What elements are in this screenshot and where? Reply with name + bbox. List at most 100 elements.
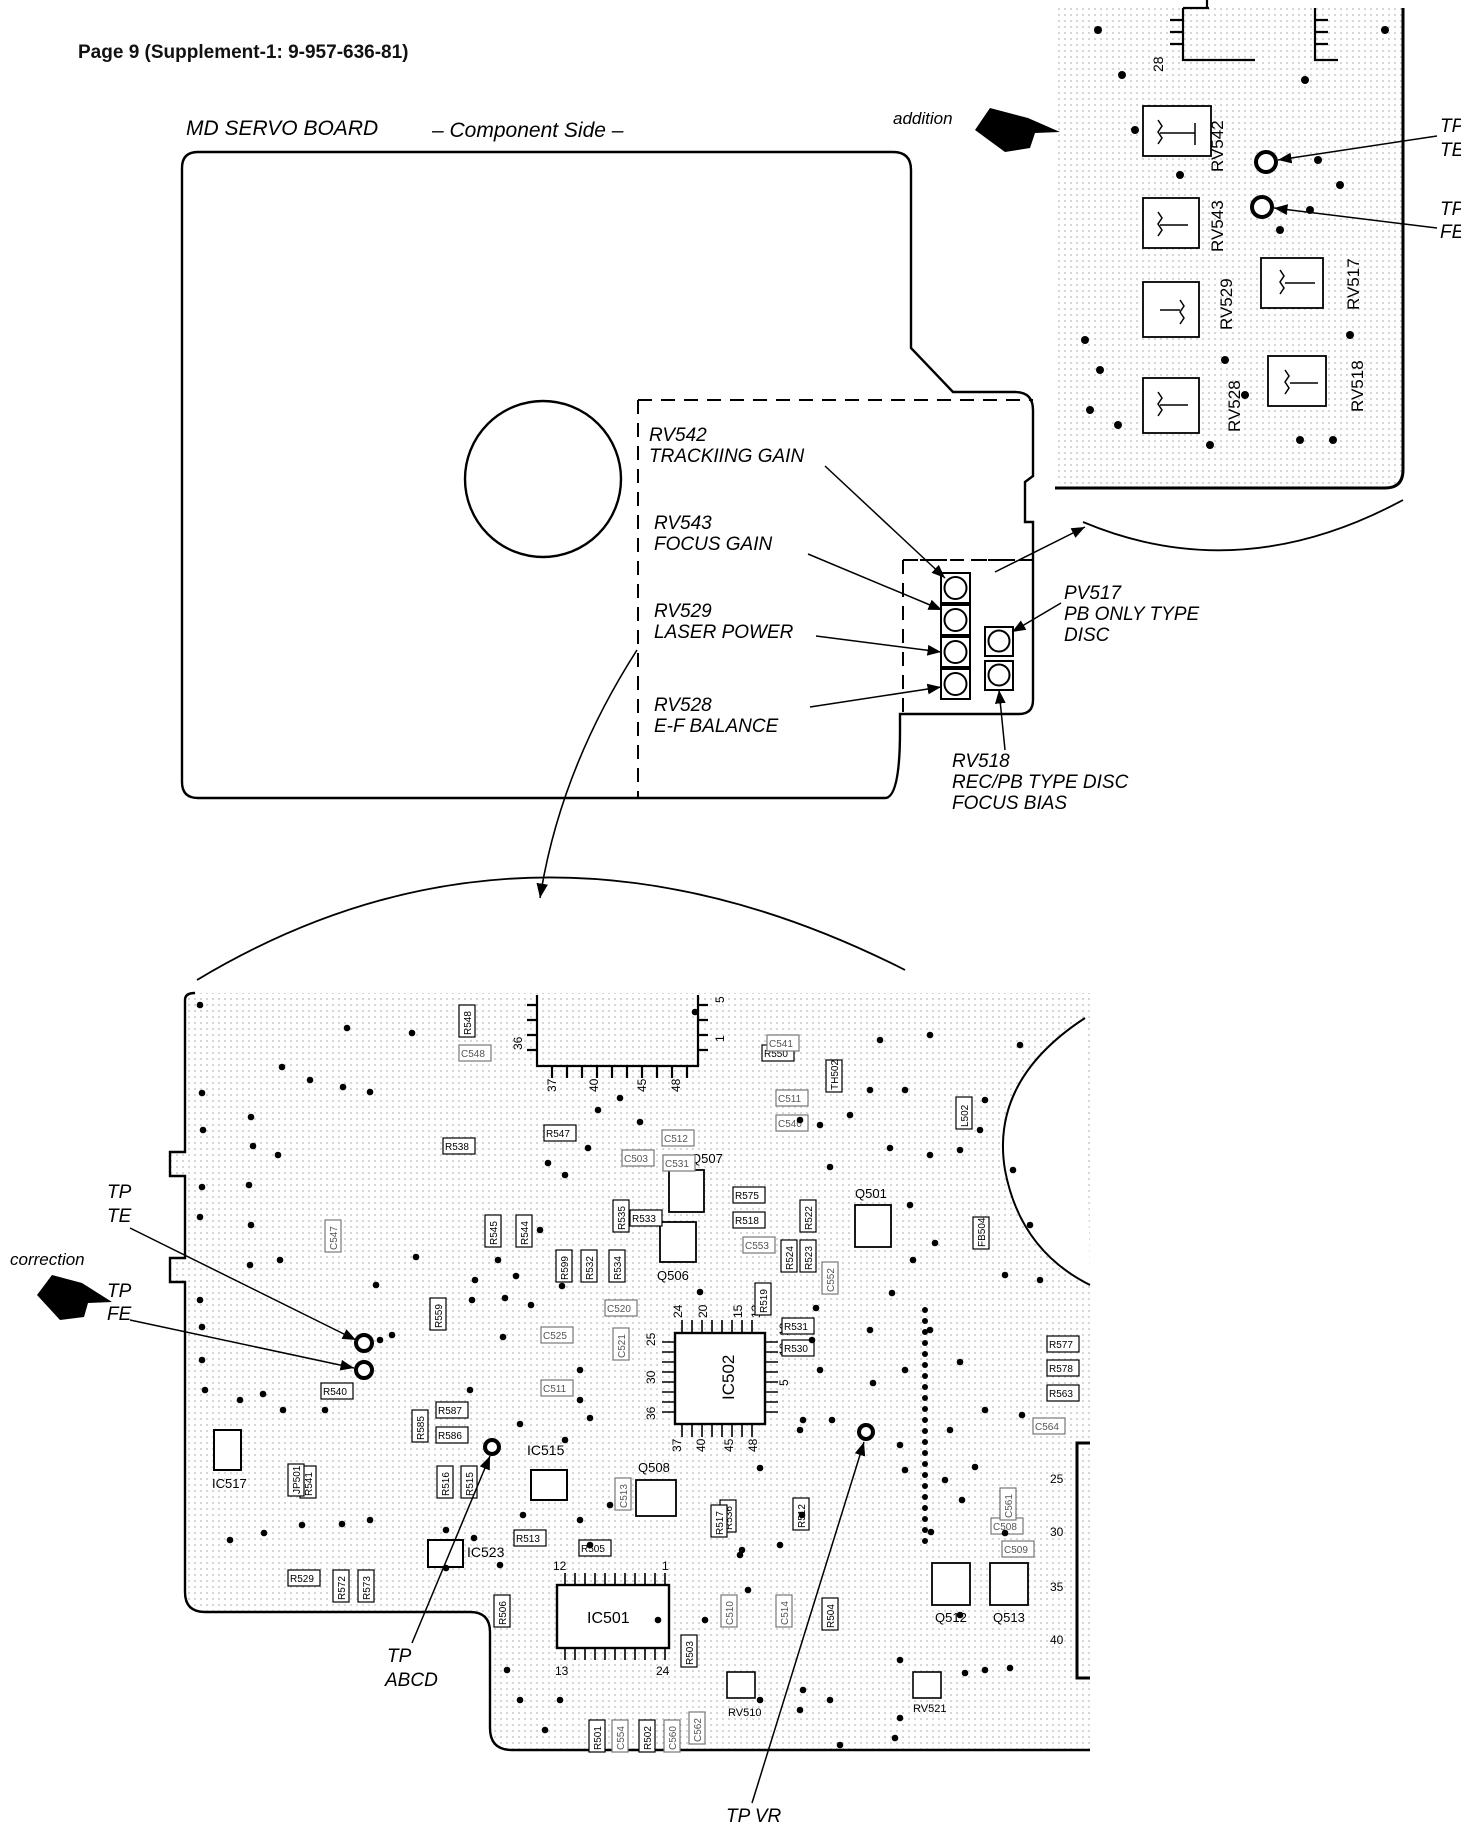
- inset-label-rv542: RV542: [1208, 120, 1227, 172]
- via: [888, 1289, 896, 1297]
- svg-text:R536: R536: [724, 1506, 735, 1530]
- tp-vr-label: TP VR: [726, 1806, 782, 1825]
- svg-text:R587: R587: [438, 1406, 462, 1417]
- inset-magnifier-arc: [1082, 499, 1404, 552]
- via: [339, 1083, 347, 1091]
- via: [196, 1001, 204, 1009]
- via: [956, 1358, 964, 1366]
- via: [298, 1521, 306, 1529]
- svg-text:R541: R541: [304, 1472, 315, 1496]
- svg-text:C510: C510: [725, 1601, 736, 1625]
- rv542-func: TRACKIING GAIN: [649, 446, 804, 467]
- svg-text:C562: C562: [693, 1718, 704, 1742]
- via: [558, 1282, 566, 1290]
- svg-text:C512: C512: [664, 1134, 688, 1145]
- top-ic-pin: 5: [713, 996, 727, 1003]
- svg-text:R544: R544: [520, 1221, 531, 1245]
- resistor-r548: R548: [458, 1004, 476, 1038]
- via: [736, 1551, 744, 1559]
- via: [196, 1213, 204, 1221]
- via: [616, 1094, 624, 1102]
- ic515-package: [530, 1469, 568, 1501]
- top-ic-pin: 45: [635, 1078, 649, 1092]
- svg-text:R504: R504: [826, 1604, 837, 1628]
- resistor-r505: R505: [578, 1539, 612, 1557]
- via: [927, 1528, 935, 1536]
- svg-text:R577: R577: [1049, 1340, 1073, 1351]
- svg-text:R531: R531: [784, 1322, 808, 1333]
- via: [826, 1163, 834, 1171]
- via: [499, 1333, 507, 1341]
- via: [896, 1441, 904, 1449]
- via: [556, 1696, 564, 1704]
- resistor-r578: R578: [1046, 1359, 1080, 1377]
- board-vias: [196, 1001, 1044, 1749]
- ic502-pin: 15: [731, 1304, 745, 1318]
- resistor-r563: R563: [1046, 1384, 1080, 1402]
- via: [1001, 1529, 1009, 1537]
- svg-text:C525: C525: [543, 1331, 567, 1342]
- inset-label-rv518: RV518: [1348, 360, 1367, 412]
- page-header: Page 9 (Supplement-1: 9-957-636-81): [78, 42, 409, 63]
- svg-text:TH502: TH502: [830, 1060, 841, 1090]
- via: [922, 1472, 928, 1478]
- svg-text:R575: R575: [735, 1191, 759, 1202]
- connector-pin: 30: [1050, 1525, 1064, 1539]
- via: [901, 1366, 909, 1374]
- via: [249, 1142, 257, 1150]
- q506-label: Q506: [657, 1268, 689, 1283]
- via: [226, 1536, 234, 1544]
- via: [576, 1396, 584, 1404]
- adjustment-pots: [940, 572, 1014, 700]
- via: [260, 1529, 268, 1537]
- ic502-pin: 48: [746, 1438, 760, 1452]
- via: [922, 1483, 928, 1489]
- via: [247, 1221, 255, 1229]
- via: [536, 1226, 544, 1234]
- via: [636, 1118, 644, 1126]
- rv521-trimmer: [912, 1671, 942, 1699]
- via: [906, 1201, 914, 1209]
- tp-vr-point: [857, 1423, 875, 1441]
- via: [891, 1734, 899, 1742]
- svg-text:C548: C548: [461, 1049, 485, 1060]
- via: [816, 1121, 824, 1129]
- via: [896, 1656, 904, 1664]
- via: [836, 1741, 844, 1749]
- capacitor-c562: C562: [688, 1711, 706, 1745]
- via: [926, 1326, 934, 1334]
- via: [981, 1406, 989, 1414]
- ic502-pin: 25: [644, 1332, 658, 1346]
- via: [576, 1516, 584, 1524]
- resistor-r518: R518: [732, 1211, 766, 1229]
- via: [696, 1288, 704, 1296]
- svg-text:R524: R524: [785, 1246, 796, 1270]
- rv529-func: LASER POWER: [654, 622, 794, 643]
- via: [246, 1261, 254, 1269]
- resistor-r540: R540: [320, 1382, 354, 1400]
- svg-text:R545: R545: [489, 1221, 500, 1245]
- resistor-r535: R535: [612, 1199, 630, 1233]
- ic502-pin: 37: [670, 1438, 684, 1452]
- resistor-r531: R531: [781, 1317, 815, 1335]
- via: [236, 1396, 244, 1404]
- via: [922, 1351, 928, 1357]
- resistor-r503: R503: [680, 1634, 698, 1668]
- via: [496, 1561, 504, 1569]
- rv518-func: REC/PB TYPE DISC: [952, 772, 1129, 793]
- via: [259, 1390, 267, 1398]
- inset-tp-te-label-1: TP: [1440, 116, 1461, 137]
- resistor-r587: R587: [435, 1401, 469, 1419]
- capacitor-c564: C564: [1032, 1417, 1066, 1435]
- upper-board-outline: [180, 150, 1035, 800]
- ic502-pin: 36: [644, 1406, 658, 1420]
- svg-text:C540: C540: [778, 1119, 802, 1130]
- svg-text:R585: R585: [416, 1416, 427, 1440]
- resistor-r513: R513: [513, 1529, 547, 1547]
- via: [466, 1386, 474, 1394]
- via: [199, 1126, 207, 1134]
- ic501-pin: 12: [553, 1559, 567, 1573]
- capacitor-c548: C548: [458, 1044, 492, 1062]
- resistor-r519: R519: [754, 1282, 772, 1316]
- svg-text:C547: C547: [329, 1226, 340, 1250]
